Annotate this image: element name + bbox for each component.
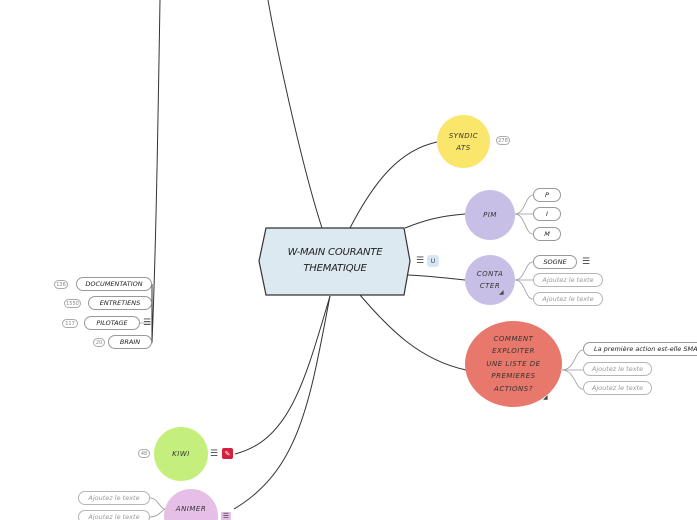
node-syndicats[interactable]: SYNDIC ATS: [437, 115, 490, 168]
node-pim-p[interactable]: P: [533, 188, 561, 202]
count-badge-brain: 20: [93, 338, 105, 347]
node-syndicats-label: SYNDIC ATS: [448, 131, 479, 152]
central-topic-label: W-MAIN COURANTE THEMATIQUE: [287, 247, 383, 274]
connector-animer: [233, 295, 331, 510]
count-badge-syndicats: 278: [496, 136, 510, 145]
node-comment-placeholder-1[interactable]: Ajoutez le texte: [583, 362, 652, 376]
connector-kiwi: [234, 295, 331, 455]
connector-pim: [404, 213, 466, 229]
count-badge-kiwi: 48: [138, 449, 150, 458]
central-topic[interactable]: W-MAIN COURANTE THEMATIQUE: [270, 238, 400, 284]
node-animer-label: ANIMER: [175, 505, 207, 513]
node-brain[interactable]: BRAIN: [108, 335, 152, 349]
count-badge-documentation: 136: [54, 280, 68, 289]
connector-comment: [359, 294, 467, 371]
node-kiwi[interactable]: KIWI: [154, 427, 208, 481]
notes-icon[interactable]: ☰: [416, 256, 425, 266]
node-comment-exploiter-label: COMMENT EXPLOITER UNE LISTE DE PREMIERES…: [486, 334, 541, 393]
node-animer-placeholder-1[interactable]: Ajoutez le texte: [78, 491, 150, 505]
notes-icon[interactable]: ☰: [582, 257, 591, 267]
node-sogne[interactable]: SOGNE: [533, 255, 577, 269]
node-contacter-placeholder-2[interactable]: Ajoutez le texte: [533, 292, 603, 306]
node-comment-placeholder-2[interactable]: Ajoutez le texte: [583, 381, 652, 395]
node-pim-m[interactable]: M: [533, 227, 561, 241]
notes-icon[interactable]: ☰: [221, 512, 231, 520]
node-contacter-label: CONTA CTER: [476, 270, 504, 290]
node-animer-placeholder-2[interactable]: Ajoutez le texte: [78, 510, 150, 520]
count-badge-entretiens: 1550: [64, 299, 81, 308]
central-topic-shape: [258, 227, 411, 296]
count-badge-pilotage: 117: [62, 319, 78, 328]
notes-icon[interactable]: ☰: [143, 318, 152, 328]
node-pilotage[interactable]: PILOTAGE: [84, 316, 140, 330]
connector-left-branch: [267, 0, 323, 229]
expand-corner-icon[interactable]: ◢: [543, 394, 548, 401]
node-documentation[interactable]: DOCUMENTATION: [76, 277, 152, 291]
link-icon[interactable]: ✎: [222, 448, 233, 459]
node-comment-exploiter[interactable]: COMMENT EXPLOITER UNE LISTE DE PREMIERES…: [465, 321, 562, 407]
node-pim-label: PIM: [483, 211, 497, 219]
connector-contacter: [407, 274, 466, 281]
connector-left-branch-2: [151, 0, 161, 343]
node-premiere-action-smart[interactable]: La première action est-elle SMART: [583, 342, 697, 356]
node-kiwi-label: KIWI: [172, 450, 190, 458]
central-count-badge: U: [427, 255, 439, 267]
node-entretiens[interactable]: ENTRETIENS: [88, 296, 152, 310]
connector-syndicats: [349, 141, 438, 229]
notes-icon[interactable]: ☰: [210, 449, 219, 459]
node-contacter-placeholder-1[interactable]: Ajoutez le texte: [533, 273, 603, 287]
node-pim-i[interactable]: I: [533, 207, 561, 221]
node-contacter[interactable]: CONTA CTER: [465, 255, 515, 305]
node-pim[interactable]: PIM: [465, 190, 515, 240]
expand-corner-icon[interactable]: ◢: [499, 289, 504, 296]
